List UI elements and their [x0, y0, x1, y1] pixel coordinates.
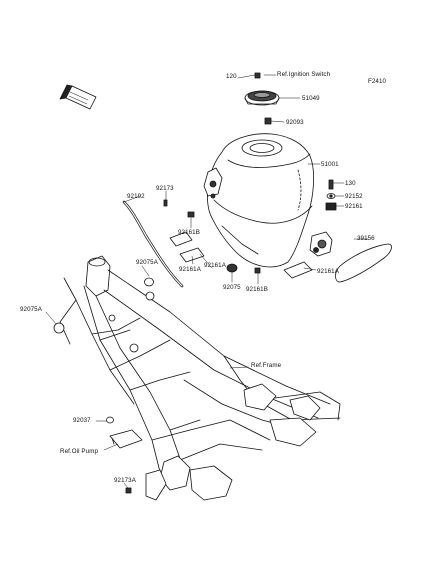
part-label-51001: 51001: [321, 161, 339, 168]
fuel-tank-51001-icon: [203, 133, 333, 268]
bolt-92161B-icon: [254, 267, 261, 274]
part-label-92152: 92152: [345, 193, 363, 200]
clamp-92173A-icon: [125, 487, 132, 494]
damper-92075A-upper-icon: [144, 277, 154, 287]
part-label-51049: 51049: [302, 95, 320, 102]
part-label-92075A-upper: 92075A: [136, 259, 158, 266]
hose-92192-icon: [122, 199, 184, 288]
pad-92161B-icon: [169, 211, 195, 247]
damper-92161-icon: [325, 202, 337, 211]
part-label-39156: 39156: [357, 235, 375, 242]
ref-ignition-switch-label: Ref.Ignition Switch: [277, 71, 331, 78]
pad-92161A-left-icon: [179, 247, 205, 263]
damper-92075A-lower-icon: [53, 322, 65, 334]
part-label-92161A-center: 92161A: [204, 262, 226, 269]
part-label-92173A: 92173A: [114, 477, 136, 484]
part-label-92037: 92037: [73, 417, 91, 424]
part-label-92161: 92161: [345, 203, 363, 210]
damper-92075-icon: [226, 263, 238, 273]
ref-frame-label: Ref.Frame: [251, 362, 282, 369]
part-label-92075A-lower: 92075A: [20, 306, 42, 313]
pad-92161A-right-icon: [283, 261, 313, 279]
bolt-130-icon: [328, 179, 334, 190]
front-direction-marker: [59, 84, 97, 110]
part-label-92173: 92173: [156, 185, 174, 192]
plate-39156-icon: [335, 243, 392, 283]
part-label-92093: 92093: [286, 119, 304, 126]
gasket-92093-icon: [264, 117, 272, 125]
fuel-cap-51049-icon: [244, 90, 280, 106]
part-label-92075: 92075: [223, 284, 241, 291]
figure-code: F2410: [368, 78, 387, 85]
part-label-92161A-right: 92161A: [317, 268, 339, 275]
part-label-130: 130: [345, 180, 356, 187]
part-label-92192: 92192: [127, 193, 145, 200]
leader-lines: [45, 74, 369, 489]
part-label-92161A-left: 92161A: [179, 266, 201, 273]
collar-92152-icon: [326, 193, 336, 199]
washer-92037-icon: [106, 416, 114, 424]
ref-oil-pump-label: Ref.Oil Pump: [60, 448, 98, 455]
oil-pump-plate-icon: [109, 429, 143, 449]
part-label-92161B-upper: 92161B: [178, 229, 200, 236]
part-label-120: 120: [226, 73, 237, 80]
frame-icon: [59, 255, 341, 501]
bolt-120-icon: [254, 72, 261, 79]
part-label-92161B-lower: 92161B: [246, 286, 268, 293]
